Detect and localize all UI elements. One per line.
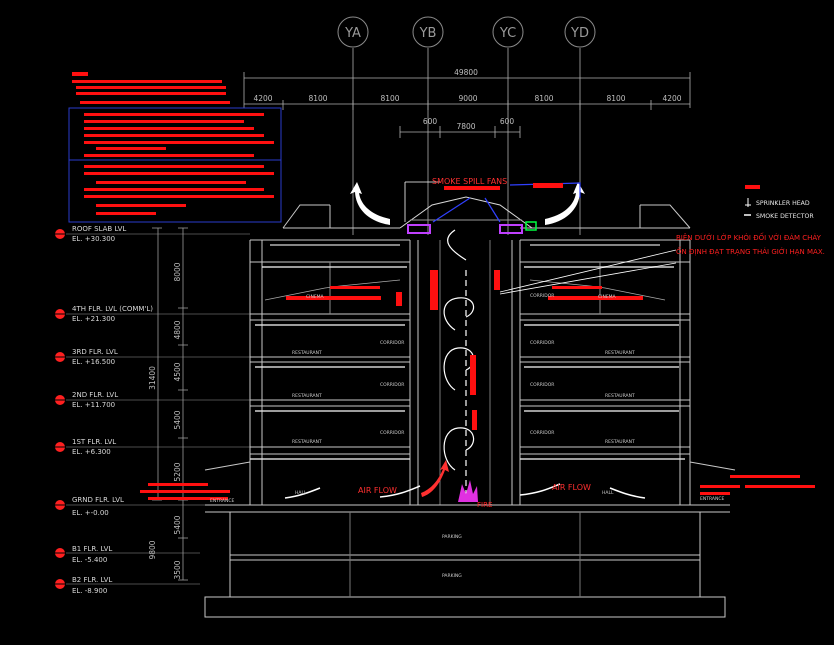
room-label-restaurant-3: RESTAURANT <box>292 393 322 399</box>
room-label-corridor-3: CORRIDOR <box>380 382 404 388</box>
level-name: ROOF SLAB LVL <box>72 225 126 233</box>
legend-sprinkler-label: SPRINKLER HEAD <box>756 200 810 207</box>
smoke-exhaust-arrows <box>350 182 585 225</box>
room-label-hall-right: HALL <box>602 490 614 496</box>
level-elev: EL. -5.400 <box>72 556 107 564</box>
dim-bay-7: 4200 <box>662 94 681 103</box>
notes-box <box>68 107 282 223</box>
level-name: GRND FLR. LVL <box>72 496 124 504</box>
room-label-corridor-4: CORRIDOR <box>530 382 554 388</box>
level-name: 1ST FLR. LVL <box>72 438 116 446</box>
grid-label-yc: YC <box>499 26 516 41</box>
level-elev: EL. -8.900 <box>72 587 107 595</box>
level-elev: EL. +30.300 <box>72 235 115 243</box>
level-marker-b1: B1 FLR. LVL EL. -5.400 <box>55 545 200 564</box>
dim-bay-5: 8100 <box>534 94 553 103</box>
dim-overall: 49800 <box>454 68 478 77</box>
smoke-plume <box>443 229 475 500</box>
level-elev: EL. +16.500 <box>72 358 115 366</box>
room-label-corridor-1: CORRIDOR <box>380 340 404 346</box>
room-label-parking-b1: PARKING <box>442 534 462 540</box>
air-flow-arrows <box>284 483 646 499</box>
dim-extra: 9800 <box>148 540 157 559</box>
dim-bay-4: 9000 <box>458 94 477 103</box>
level-name: B2 FLR. LVL <box>72 576 112 584</box>
level-elev: EL. +21.300 <box>72 315 115 323</box>
smoke-layer-note-1: BIÊN DƯỚI LỚP KHÓI ĐỐI VỚI ĐÁM CHÁY <box>676 232 822 242</box>
level-name: B1 FLR. LVL <box>72 545 112 553</box>
level-name: 4TH FLR. LVL (COMM'L) <box>72 305 153 313</box>
grid-label-yd: YD <box>570 26 589 41</box>
inflow-red-arrow <box>421 460 449 497</box>
dim-atrium-3: 600 <box>500 117 515 126</box>
fire-source <box>458 480 478 502</box>
level-elev: EL. +11.700 <box>72 401 115 409</box>
room-label-restaurant-6: RESTAURANT <box>605 439 635 445</box>
dim-height-5: 5200 <box>173 462 182 481</box>
level-name: 2ND FLR. LVL <box>72 391 118 399</box>
level-elev: EL. +6.300 <box>72 448 111 456</box>
room-label-corridor-6: CORRIDOR <box>530 430 554 436</box>
dim-height-2: 4800 <box>173 320 182 339</box>
smoke-layer-note-2: ỔN ĐỊNH ĐẠT TRẠNG THÁI GIỚI HẠN MAX. <box>676 246 825 256</box>
level-marker-1st: 1ST FLR. LVL EL. +6.300 <box>55 438 250 456</box>
level-marker-4th: 4TH FLR. LVL (COMM'L) EL. +21.300 <box>55 305 250 323</box>
fire-label: FIRE <box>477 501 492 509</box>
red-elements <box>140 183 815 500</box>
smoke-spill-fans <box>407 182 581 234</box>
legend: SPRINKLER HEAD SMOKE DETECTOR <box>744 185 814 220</box>
grid-label-ya: YA <box>344 26 361 41</box>
room-label-cinema-left: CINEMA <box>306 294 325 300</box>
grid-lines <box>337 16 596 235</box>
room-label-restaurant-1: RESTAURANT <box>292 350 322 356</box>
air-flow-label-right: AIR FLOW <box>552 483 591 492</box>
room-label-parking-b2: PARKING <box>442 573 462 579</box>
room-label-entrance-left: ENTRANCE <box>210 498 234 504</box>
dim-bay-2: 8100 <box>308 94 327 103</box>
level-marker-2nd: 2ND FLR. LVL EL. +11.700 <box>55 391 250 409</box>
leader-lines <box>404 181 677 295</box>
dim-bay-3: 8100 <box>380 94 399 103</box>
dim-bay-6: 8100 <box>606 94 625 103</box>
sprinkler-rows <box>250 244 685 460</box>
room-label-corridor-5: CORRIDOR <box>380 430 404 436</box>
room-label-restaurant-4: RESTAURANT <box>605 393 635 399</box>
grid-label-yb: YB <box>419 26 437 41</box>
dim-atrium-1: 600 <box>423 117 438 126</box>
air-flow-label-left: AIR FLOW <box>358 486 397 495</box>
dim-basement-2: 3500 <box>173 560 182 579</box>
dim-basement-1: 5400 <box>173 515 182 534</box>
top-dimension-lines <box>243 72 691 138</box>
room-label-cinema-right: CINEMA <box>598 294 617 300</box>
room-label-hall-left: HALL <box>295 490 307 496</box>
general-notes-block <box>72 72 274 215</box>
room-label-corridor-7: CORRIDOR <box>530 293 554 299</box>
room-label-restaurant-5: RESTAURANT <box>292 439 322 445</box>
dim-height-1: 8000 <box>173 262 182 281</box>
legend-smoke-detector-label: SMOKE DETECTOR <box>756 213 814 220</box>
dim-height-4: 5400 <box>173 410 182 429</box>
room-label-entrance-right: ENTRANCE <box>700 496 724 502</box>
dim-bay-1: 4200 <box>253 94 272 103</box>
level-name: 3RD FLR. LVL <box>72 348 118 356</box>
level-marker-roof: ROOF SLAB LVL EL. +30.300 <box>55 225 250 243</box>
building-section <box>204 196 736 618</box>
dim-total-height: 31400 <box>148 366 157 390</box>
smoke-fans-label: SMOKE SPILL FANS <box>432 177 507 186</box>
cinema-seating <box>264 279 666 301</box>
dim-height-3: 4500 <box>173 362 182 381</box>
level-marker-b2: B2 FLR. LVL EL. -8.900 <box>55 576 200 595</box>
room-label-restaurant-2: RESTAURANT <box>605 350 635 356</box>
level-markers: ROOF SLAB LVL EL. +30.300 4TH FLR. LVL (… <box>55 225 250 595</box>
left-dimension-lines <box>152 227 188 581</box>
level-marker-3rd: 3RD FLR. LVL EL. +16.500 <box>55 348 250 366</box>
level-elev: EL. +-0.00 <box>72 509 109 517</box>
dim-atrium-2: 7800 <box>456 122 475 131</box>
room-label-corridor-2: CORRIDOR <box>530 340 554 346</box>
